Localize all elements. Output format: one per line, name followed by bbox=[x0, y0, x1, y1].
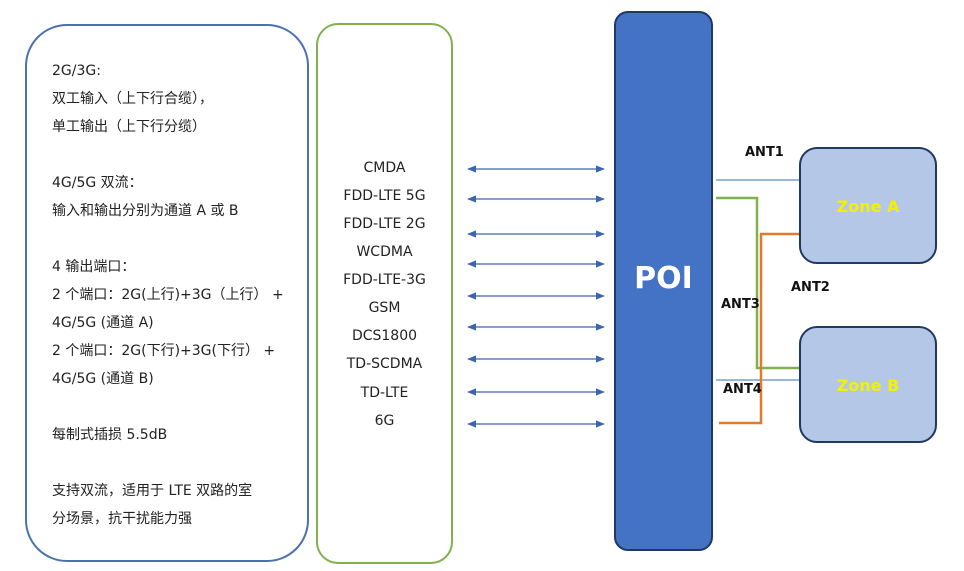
technology-label: 6G bbox=[374, 413, 395, 429]
poi-label: POI bbox=[634, 261, 693, 296]
zone-a-label: Zone A bbox=[836, 197, 900, 216]
description-line: 支持双流，适用于 LTE 双路的室 bbox=[52, 483, 253, 499]
description-line: 2G/3G: bbox=[52, 63, 101, 79]
technology-label: DCS1800 bbox=[351, 328, 418, 344]
zone-a-box bbox=[799, 147, 937, 264]
zone-b-box bbox=[799, 326, 937, 443]
technology-label: TD-SCDMA bbox=[346, 356, 423, 372]
description-line: 4G/5G 双流： bbox=[52, 175, 143, 191]
technology-label: TD-LTE bbox=[360, 385, 409, 401]
description-line: 4G/5G (通道 A) bbox=[52, 315, 154, 331]
ant1-label: ANT1 bbox=[745, 145, 784, 160]
description-line: 单工输出（上下行分缆） bbox=[52, 119, 206, 135]
description-box bbox=[25, 24, 309, 562]
ant4-label: ANT4 bbox=[723, 382, 762, 397]
ant3-label: ANT3 bbox=[721, 297, 760, 312]
technology-label: FDD-LTE-3G bbox=[343, 272, 426, 288]
ant2-line bbox=[719, 232, 804, 425]
arrow-group bbox=[467, 165, 605, 428]
description-line: 2 个端口：2G(上行)+3G（上行） + bbox=[52, 287, 284, 303]
technology-box bbox=[316, 23, 453, 564]
zone-b-label: Zone B bbox=[836, 376, 900, 395]
description-line: 4 输出端口： bbox=[52, 259, 136, 275]
description-line: 输入和输出分别为通道 A 或 B bbox=[52, 203, 239, 219]
technology-label: FDD-LTE 2G bbox=[343, 216, 426, 232]
technology-label: CMDA bbox=[363, 160, 406, 176]
technology-label: FDD-LTE 5G bbox=[343, 188, 426, 204]
description-line: 2 个端口：2G(下行)+3G(下行） + bbox=[52, 343, 276, 359]
description-line: 每制式插损 5.5dB bbox=[52, 427, 168, 443]
description-text: 2G/3G: 双工输入（上下行合缆）， 单工输出（上下行分缆） 4G/5G 双流： 输入… bbox=[52, 57, 302, 533]
poi-block bbox=[614, 11, 713, 551]
description-line: 双工输入（上下行合缆）， bbox=[52, 91, 213, 107]
technology-label: GSM bbox=[368, 300, 401, 316]
description-line: 分场景，抗干扰能力强 bbox=[52, 511, 192, 527]
technology-label: WCDMA bbox=[356, 244, 413, 260]
ant3-line bbox=[716, 196, 800, 370]
ant2-label: ANT2 bbox=[791, 280, 830, 295]
description-line: 4G/5G (通道 B) bbox=[52, 371, 154, 387]
